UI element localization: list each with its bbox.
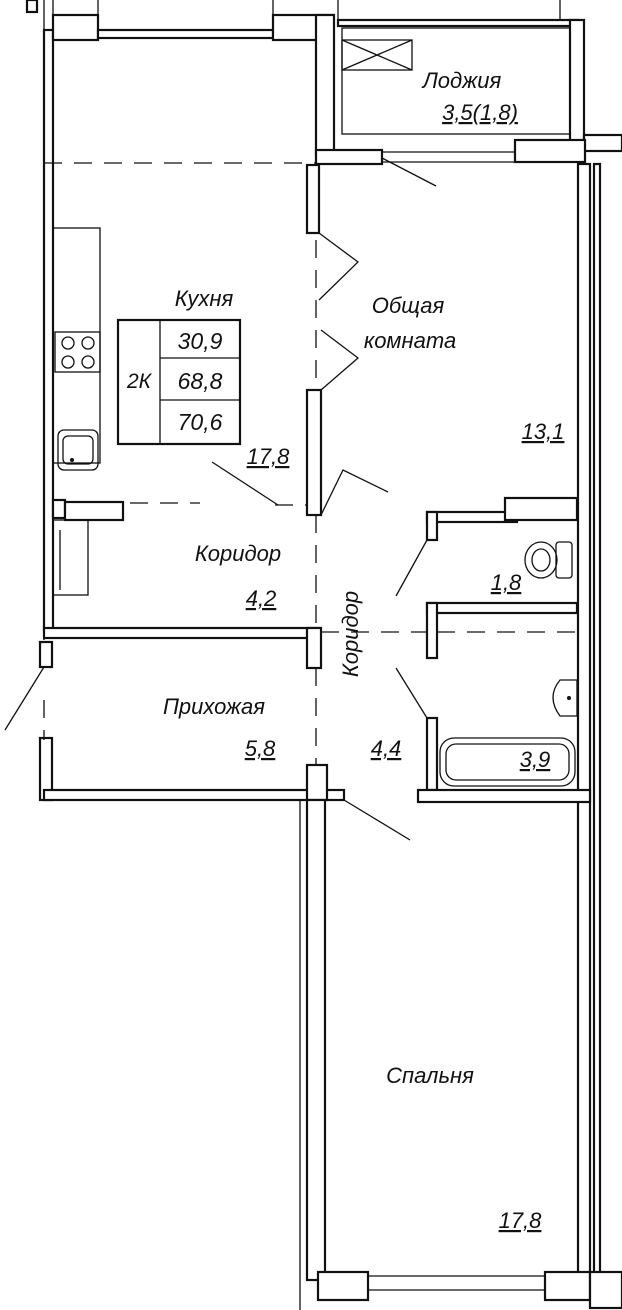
corridor-vertical-area: 4,4 — [371, 736, 402, 761]
room-labels: Лоджия 3,5(1,8) Кухня 17,8 Общая комната… — [163, 68, 564, 1233]
kitchen-cabinet — [52, 519, 89, 596]
total-area-value: 68,8 — [178, 368, 223, 394]
total-with-loggia-value: 70,6 — [178, 409, 223, 435]
kitchen-name: Кухня — [175, 286, 234, 311]
bedroom-name: Спальня — [386, 1063, 474, 1088]
bedroom-area: 17,8 — [499, 1208, 543, 1233]
doors — [4, 157, 437, 841]
kitchen-area: 17,8 — [247, 444, 291, 469]
zone-lines — [43, 162, 578, 765]
bathroom-area: 3,9 — [520, 747, 551, 772]
hallway-area: 5,8 — [245, 736, 276, 761]
living-name-line2: комната — [364, 328, 456, 353]
apartment-type: 2К — [126, 370, 153, 393]
toilet-icon — [524, 541, 573, 579]
loggia-window — [341, 39, 413, 71]
sink-icon — [57, 429, 99, 471]
wc-area: 1,8 — [491, 570, 522, 595]
washbasin-icon — [552, 679, 578, 717]
living-area: 13,1 — [522, 419, 565, 444]
hallway-name: Прихожая — [163, 694, 265, 719]
living-name-line1: Общая — [372, 293, 445, 318]
living-area-value: 30,9 — [178, 328, 223, 354]
loggia-area: 3,5(1,8) — [442, 100, 518, 125]
corridor-top-area: 4,2 — [246, 586, 277, 611]
walls — [25, 0, 622, 1310]
stove-icon — [54, 331, 101, 373]
corridor-vertical-name: Коридор — [338, 591, 363, 677]
corridor-top-name: Коридор — [195, 541, 281, 566]
bathtub-icon — [439, 737, 576, 787]
loggia-name: Лоджия — [421, 68, 502, 93]
summary-table: 2К 30,9 68,8 70,6 — [116, 318, 242, 446]
